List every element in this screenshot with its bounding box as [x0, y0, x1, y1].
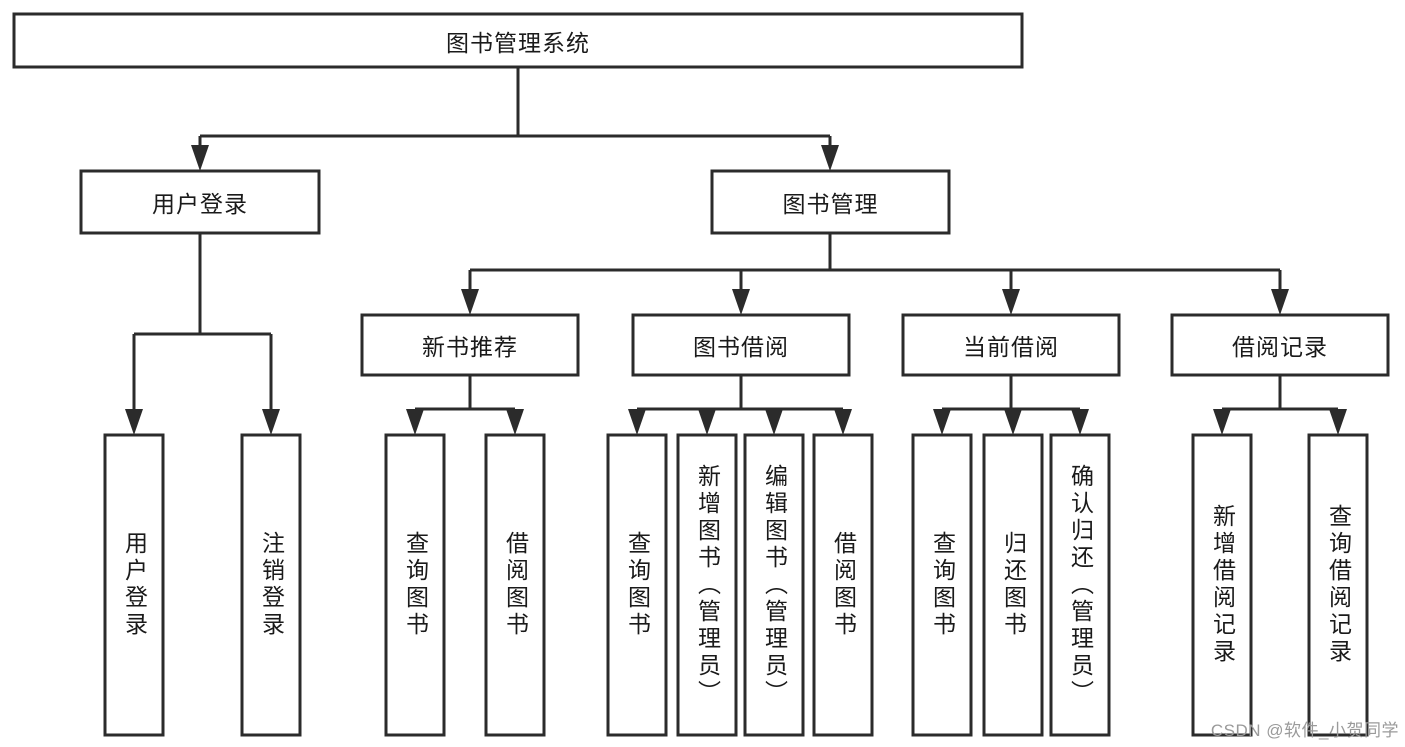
- node-box-leaf-borrow-book-2[interactable]: [812, 433, 874, 737]
- node-box-leaf-query-book-2[interactable]: [606, 433, 668, 737]
- node-box-new-book-rec[interactable]: [360, 313, 580, 377]
- arrow-head-icon: [406, 409, 424, 435]
- node-box-root[interactable]: [12, 12, 1024, 69]
- node-box-leaf-query-book-3[interactable]: [911, 433, 973, 737]
- node-box-current-borrow[interactable]: [901, 313, 1121, 377]
- arrow-head-icon: [821, 145, 839, 171]
- node-box-leaf-user-login[interactable]: [103, 433, 165, 737]
- arrow-head-icon: [506, 409, 524, 435]
- node-box-book-manage[interactable]: [710, 169, 951, 235]
- node-box-borrow-record[interactable]: [1170, 313, 1390, 377]
- arrow-head-icon: [933, 409, 951, 435]
- arrow-head-icon: [1271, 289, 1289, 315]
- node-box-leaf-confirm-return[interactable]: [1049, 433, 1111, 737]
- arrow-head-icon: [125, 409, 143, 435]
- node-box-leaf-query-book-1[interactable]: [384, 433, 446, 737]
- node-box-leaf-add-book[interactable]: [676, 433, 738, 737]
- arrow-head-icon: [834, 409, 852, 435]
- node-layer: [12, 12, 1390, 737]
- arrow-head-icon: [1071, 409, 1089, 435]
- connector-layer: [125, 67, 1347, 435]
- arrow-head-icon: [698, 409, 716, 435]
- arrow-head-icon: [461, 289, 479, 315]
- arrow-head-icon: [1004, 409, 1022, 435]
- arrow-head-icon: [1002, 289, 1020, 315]
- node-box-book-borrow[interactable]: [631, 313, 851, 377]
- node-box-leaf-edit-book[interactable]: [743, 433, 805, 737]
- watermark-text: CSDN @软件_小贺同学: [1210, 721, 1399, 740]
- connector-group-current-borrow: [933, 375, 1089, 435]
- node-box-leaf-return-book[interactable]: [982, 433, 1044, 737]
- arrow-head-icon: [1213, 409, 1231, 435]
- connector-group-new-book-rec: [406, 375, 524, 435]
- arrow-head-icon: [765, 409, 783, 435]
- connector-group-user-login: [125, 233, 280, 435]
- node-box-leaf-borrow-book-1[interactable]: [484, 433, 546, 737]
- connector-group-book-manage: [461, 233, 1289, 315]
- connector-group-root: [191, 67, 839, 171]
- connector-group-borrow-record: [1213, 375, 1347, 435]
- arrow-head-icon: [732, 289, 750, 315]
- arrow-head-icon: [191, 145, 209, 171]
- arrow-head-icon: [1329, 409, 1347, 435]
- connector-group-book-borrow: [628, 375, 852, 435]
- arrow-head-icon: [262, 409, 280, 435]
- node-box-leaf-logout[interactable]: [240, 433, 302, 737]
- node-box-leaf-query-record[interactable]: [1307, 433, 1369, 737]
- node-box-user-login[interactable]: [79, 169, 321, 235]
- node-box-leaf-add-record[interactable]: [1191, 433, 1253, 737]
- arrow-head-icon: [628, 409, 646, 435]
